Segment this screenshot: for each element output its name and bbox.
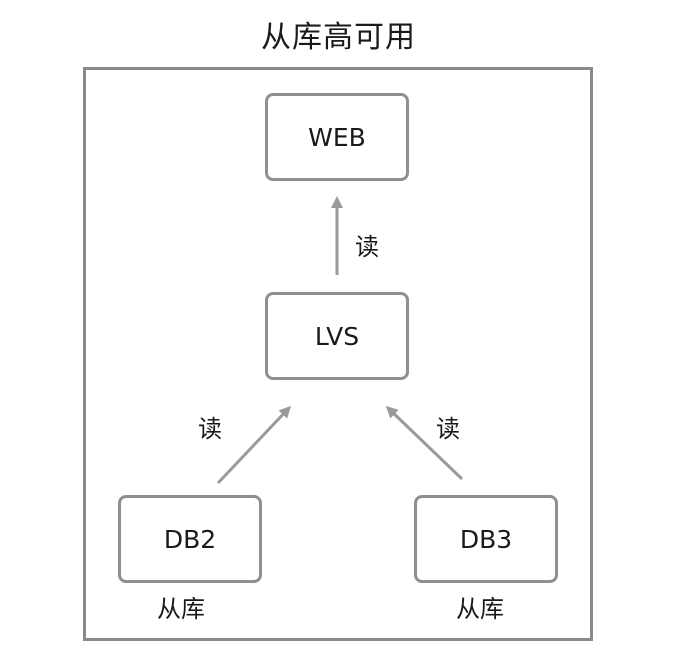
db2-node-label: DB2 [163, 524, 217, 554]
db2-role-label: 从库 [157, 595, 205, 623]
edge-label-db3-lvs: 读 [436, 415, 460, 443]
edge-label-lvs-web: 读 [355, 233, 379, 261]
lvs-node: LVS [265, 292, 409, 380]
web-node: WEB [265, 93, 409, 181]
db3-node: DB3 [414, 495, 558, 583]
diagram-title: 从库高可用 [261, 20, 416, 55]
edge-label-db2-lvs: 读 [198, 415, 222, 443]
db3-node-label: DB3 [459, 524, 513, 554]
web-node-label: WEB [308, 122, 366, 152]
lvs-node-label: LVS [314, 321, 360, 351]
system-boundary-frame [83, 67, 593, 641]
db3-role-label: 从库 [456, 595, 504, 623]
db2-node: DB2 [118, 495, 262, 583]
